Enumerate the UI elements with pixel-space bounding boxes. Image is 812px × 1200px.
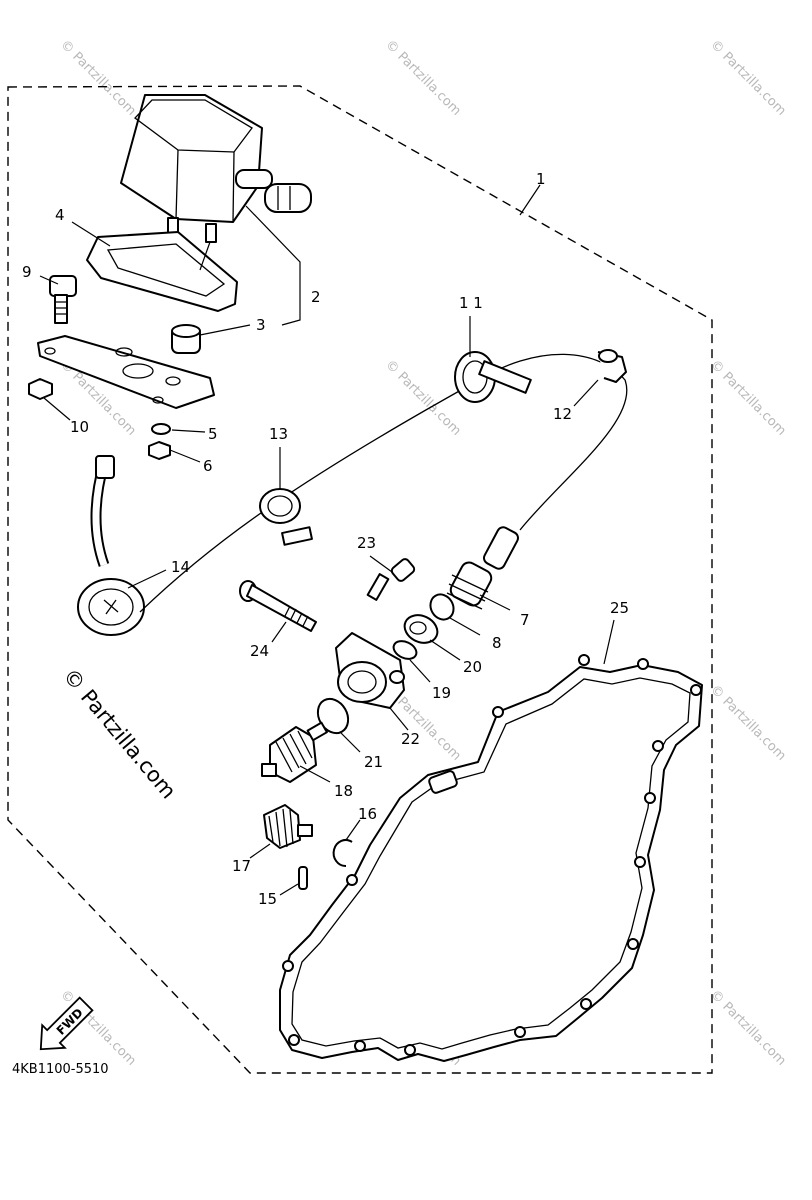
cable-route (139, 353, 628, 613)
callout-15: 15 (258, 890, 277, 908)
bearing-20 (403, 614, 439, 644)
nut-10 (28, 378, 53, 400)
callout-4: 4 (55, 206, 65, 224)
callout-9: 9 (22, 263, 32, 281)
washer-19 (392, 640, 418, 660)
callout-5: 5 (208, 425, 218, 443)
callout-12: 12 (553, 405, 572, 423)
bolt-24 (239, 580, 317, 632)
assembly-boundary (7, 85, 713, 1074)
callout-17: 17 (232, 857, 251, 875)
watermark-tl: © Partzilla.com (57, 37, 139, 119)
bolt-9 (49, 275, 77, 324)
o-ring-8 (429, 593, 455, 621)
nut-6 (148, 441, 171, 460)
clamp-11 (454, 351, 532, 403)
callout-16: 16 (358, 805, 377, 823)
clamp-13 (259, 488, 313, 546)
watermark-mr: © Partzilla.com (707, 357, 789, 439)
meter-cable (77, 455, 145, 636)
callout-24: 24 (250, 642, 269, 660)
bolt-23 (366, 558, 416, 601)
callout-3: 3 (256, 316, 266, 334)
drive-housing-22 (335, 632, 405, 709)
callout-13: 13 (269, 425, 288, 443)
callout-21: 21 (364, 753, 383, 771)
watermark-tc: © Partzilla.com (382, 37, 464, 119)
callout-25: 25 (610, 599, 629, 617)
callout-2: 2 (311, 288, 321, 306)
clip-12 (597, 349, 627, 383)
callout-19: 19 (432, 684, 451, 702)
watermark-large: © Partzilla.com (58, 664, 181, 804)
bracket (86, 231, 238, 312)
callout-8: 8 (492, 634, 502, 652)
callout-14: 14 (171, 558, 190, 576)
callout-1: 1 (536, 170, 546, 188)
callout-11: 1 1 (459, 294, 483, 312)
callout-6: 6 (203, 457, 213, 475)
callout-20: 20 (463, 658, 482, 676)
callout-22: 22 (401, 730, 420, 748)
grommet (171, 324, 201, 354)
gasket-25 (279, 654, 703, 1062)
gear-17 (263, 804, 313, 849)
callout-7: 7 (520, 611, 530, 629)
circlip-16 (332, 839, 353, 868)
callout-18: 18 (334, 782, 353, 800)
washer-5 (151, 423, 171, 435)
watermark-cr: © Partzilla.com (707, 682, 789, 764)
watermark-tr: © Partzilla.com (707, 37, 789, 119)
pin-15 (298, 866, 308, 890)
speedometer-head (120, 94, 312, 243)
leader-lines (39, 184, 615, 896)
callouts: 1 2 3 4 5 6 7 8 9 10 1 1 12 13 14 15 16 … (22, 170, 629, 908)
mounting-plate (37, 335, 215, 409)
gear-18 (261, 721, 328, 783)
callout-23: 23 (357, 534, 376, 552)
diagram-code: 4KB1100-5510 (12, 1062, 109, 1077)
callout-10: 10 (70, 418, 89, 436)
watermark-mc: © Partzilla.com (382, 357, 464, 439)
watermark-br: © Partzilla.com (707, 987, 789, 1069)
drive-unit-7 (446, 526, 519, 610)
fwd-arrow-icon: FWD (39, 996, 94, 1051)
